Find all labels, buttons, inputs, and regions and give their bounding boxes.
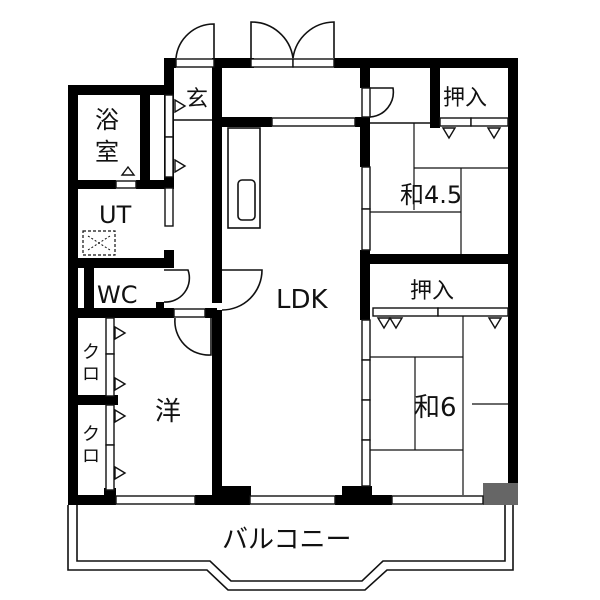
label-western-room: 洋 xyxy=(155,397,181,427)
sliding-doors xyxy=(105,94,509,491)
label-utility: UT xyxy=(99,201,132,229)
label-balcony: バルコニー xyxy=(222,525,351,555)
kitchen-counter xyxy=(227,127,261,229)
label-toilet: WC xyxy=(97,281,138,309)
label-closet-a-1: ク xyxy=(82,342,100,363)
doors xyxy=(163,21,395,356)
label-closet-middle: 押入 xyxy=(410,279,454,304)
label-closet-b-1: ク xyxy=(82,424,100,445)
label-entrance: 玄 xyxy=(186,87,208,112)
label-washitsu-4-5: 和4.5 xyxy=(400,181,462,209)
label-washitsu-6: 和6 xyxy=(414,393,457,423)
label-bathroom-2: 室 xyxy=(95,138,119,166)
label-closet-top: 押入 xyxy=(443,86,487,111)
walls xyxy=(68,58,518,505)
swing-markers xyxy=(114,98,503,481)
windows xyxy=(115,58,484,505)
balcony-outline xyxy=(67,505,514,591)
label-ldk: LDK xyxy=(276,285,329,315)
label-closet-b-2: ロ xyxy=(82,446,100,467)
tatami-lines xyxy=(370,123,508,495)
label-bathroom-1: 浴 xyxy=(95,106,119,134)
label-closet-a-2: ロ xyxy=(82,364,100,385)
washer-space xyxy=(82,230,116,256)
